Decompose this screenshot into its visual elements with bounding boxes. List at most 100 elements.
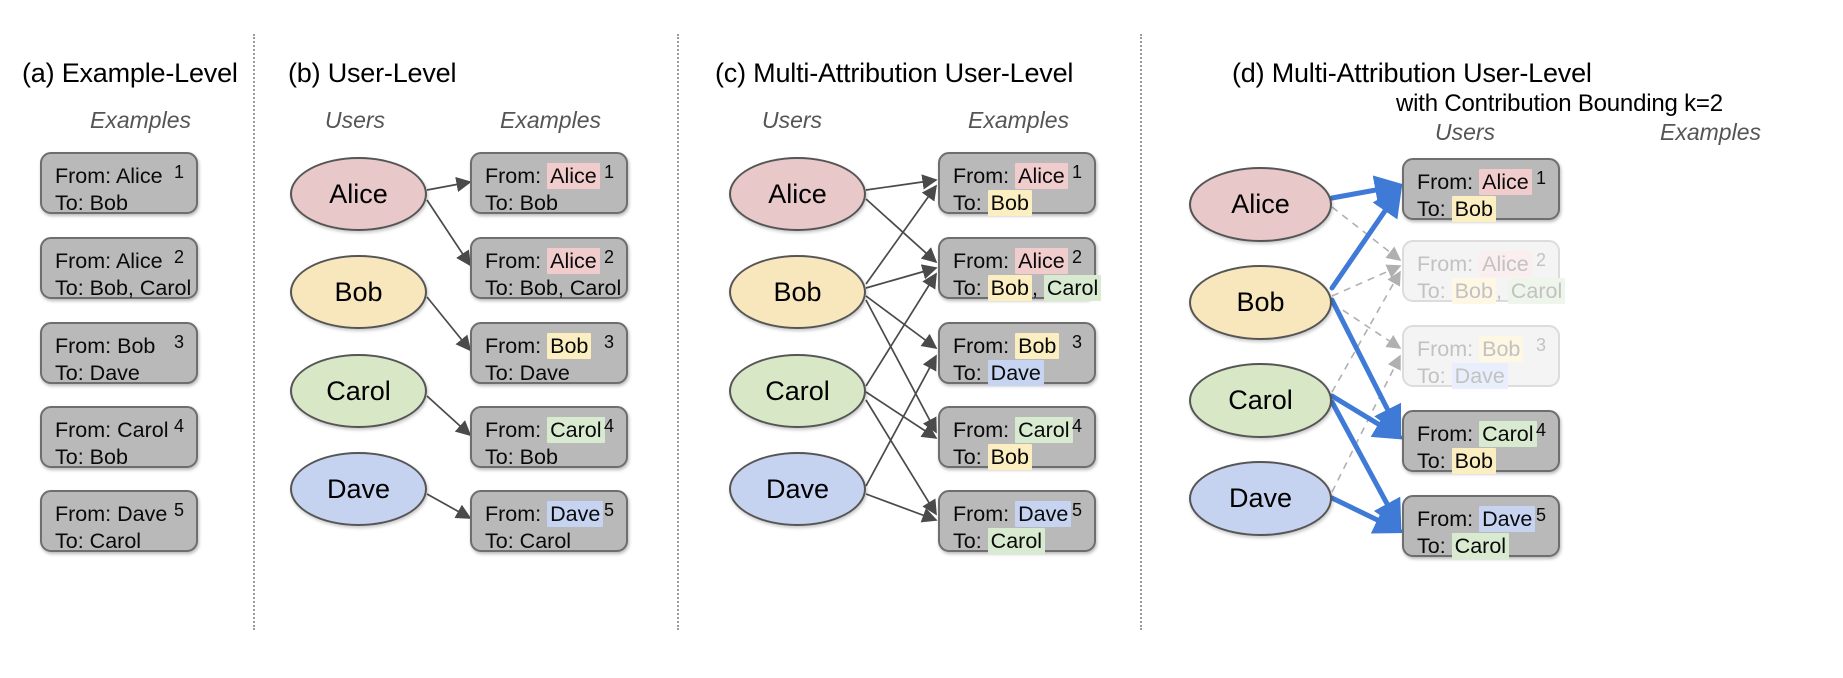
example-from-line: From: Dave <box>55 501 184 528</box>
example-card-dropped[interactable]: From: Alice To: Bob, Carol 2 <box>1402 240 1566 305</box>
example-card[interactable]: From: Bob To: Dave 3 <box>40 322 198 385</box>
user-node-dave[interactable]: Dave <box>1189 461 1332 536</box>
from-prefix: From: <box>1417 337 1474 361</box>
example-from-line: From: Alice <box>953 163 1082 190</box>
from-prefix: From: <box>485 334 542 358</box>
example-from-line: From: Alice <box>1417 169 1546 196</box>
example-index: 3 <box>1535 335 1546 355</box>
to-prefix: To: <box>1417 534 1446 558</box>
example-recipients: Bob <box>89 445 128 469</box>
to-prefix: To: <box>1417 197 1446 221</box>
example-from-line: From: Alice <box>55 248 184 275</box>
example-from-line: From: Carol <box>55 417 184 444</box>
panel-b-examples-header: Examples <box>500 107 601 133</box>
example-index: 4 <box>173 416 184 436</box>
example-sender: Bob <box>1479 336 1524 362</box>
example-card[interactable]: From: Carol To: Bob 4 <box>470 406 628 471</box>
to-prefix: To: <box>485 361 514 385</box>
example-to-line: To: Bob, Carol <box>1417 278 1566 305</box>
example-recipient: Dave <box>987 360 1044 386</box>
from-prefix: From: <box>953 164 1010 188</box>
example-index: 4 <box>1071 416 1082 436</box>
example-sender: Dave <box>1479 506 1536 532</box>
example-card[interactable]: From: Dave To: Carol 5 <box>40 490 198 553</box>
from-prefix: From: <box>55 334 112 358</box>
example-index: 4 <box>1535 420 1546 440</box>
example-to-line: To: Bob, Carol <box>55 275 191 302</box>
to-prefix: To: <box>1417 449 1446 473</box>
user-node-alice[interactable]: Alice <box>729 157 866 231</box>
example-recipient: Carol <box>987 528 1046 554</box>
example-to-line: To: Dave <box>485 360 614 387</box>
example-card[interactable]: From: Alice To: Bob, Carol 2 <box>938 237 1102 302</box>
example-card[interactable]: From: Alice To: Bob 1 <box>470 152 628 217</box>
example-card[interactable]: From: Alice To: Bob 1 <box>1402 158 1560 222</box>
user-node-carol[interactable]: Carol <box>290 354 427 428</box>
panel-b-users-header: Users <box>325 107 386 133</box>
to-prefix: To: <box>55 361 84 385</box>
user-label: Bob <box>334 276 383 307</box>
example-sender: Alice <box>547 163 600 189</box>
example-from-line: From: Carol <box>1417 421 1546 448</box>
example-card[interactable]: From: Dave To: Carol 5 <box>938 490 1096 554</box>
example-to-line: To: Bob, Carol <box>485 275 621 302</box>
example-card-dropped[interactable]: From: Bob To: Dave 3 <box>1402 325 1560 389</box>
example-card[interactable]: From: Carol To: Bob 4 <box>1402 410 1560 474</box>
example-recipient: Bob <box>1451 278 1496 304</box>
example-to-line: To: Bob, Carol <box>953 275 1102 302</box>
user-label: Alice <box>1231 189 1290 219</box>
example-from-line: From: Alice <box>485 248 614 275</box>
to-prefix: To: <box>1417 279 1446 303</box>
panel-divider-cd <box>1140 34 1142 630</box>
example-from-line: From: Carol <box>485 417 614 444</box>
user-node-bob[interactable]: Bob <box>729 255 866 329</box>
example-card[interactable]: From: Alice To: Bob, Carol 2 <box>40 237 198 302</box>
example-sender: Dave <box>117 502 168 526</box>
panel-a-examples-header: Examples <box>90 107 191 133</box>
panel-d-subtitle: with Contribution Bounding k=2 <box>1396 90 1723 117</box>
example-card[interactable]: From: Bob To: Dave 3 <box>938 322 1096 387</box>
panel-d-users-header: Users <box>1435 119 1496 145</box>
example-index: 5 <box>603 500 614 520</box>
panel-divider-ab <box>253 34 255 630</box>
from-prefix: From: <box>485 164 542 188</box>
example-sender: Bob <box>117 334 156 358</box>
user-node-dave[interactable]: Dave <box>290 452 427 526</box>
example-to-line: To: Carol <box>1417 533 1546 560</box>
example-card[interactable]: From: Dave To: Carol 5 <box>470 490 628 553</box>
user-node-alice[interactable]: Alice <box>1189 167 1332 242</box>
example-to-line: To: Bob <box>55 190 184 217</box>
example-card[interactable]: From: Alice To: Bob, Carol 2 <box>470 237 628 302</box>
example-to-line: To: Bob <box>485 444 614 471</box>
example-index: 3 <box>1071 332 1082 352</box>
example-index: 2 <box>603 247 614 267</box>
example-sender: Bob <box>547 333 592 359</box>
user-label: Carol <box>1228 385 1293 415</box>
example-card[interactable]: From: Carol To: Bob 4 <box>40 406 198 469</box>
user-label: Bob <box>773 276 822 307</box>
example-index: 5 <box>1535 505 1546 525</box>
example-recipient: Bob <box>987 275 1032 301</box>
panel-c-users-header: Users <box>762 107 823 133</box>
user-label: Dave <box>326 473 391 504</box>
to-prefix: To: <box>55 191 84 215</box>
user-node-bob[interactable]: Bob <box>1189 265 1332 340</box>
user-label: Alice <box>329 178 388 209</box>
user-node-carol[interactable]: Carol <box>729 354 866 428</box>
user-node-alice[interactable]: Alice <box>290 157 427 231</box>
example-card[interactable]: From: Dave To: Carol 5 <box>1402 495 1560 560</box>
example-card[interactable]: From: Alice To: Bob 1 <box>938 152 1096 216</box>
example-recipients: Bob, Carol <box>519 276 622 300</box>
example-sender: Alice <box>547 248 600 274</box>
user-node-dave[interactable]: Dave <box>729 452 866 526</box>
example-to-line: To: Dave <box>953 360 1082 387</box>
example-card[interactable]: From: Carol To: Bob 4 <box>938 406 1096 470</box>
user-node-carol[interactable]: Carol <box>1189 363 1332 438</box>
example-card[interactable]: From: Alice To: Bob 1 <box>40 152 198 217</box>
user-node-bob[interactable]: Bob <box>290 255 427 329</box>
example-card[interactable]: From: Bob To: Dave 3 <box>470 322 628 387</box>
example-index: 3 <box>603 332 614 352</box>
example-from-line: From: Dave <box>1417 506 1546 533</box>
example-to-line: To: Bob <box>485 190 614 217</box>
user-label: Bob <box>1236 287 1285 317</box>
